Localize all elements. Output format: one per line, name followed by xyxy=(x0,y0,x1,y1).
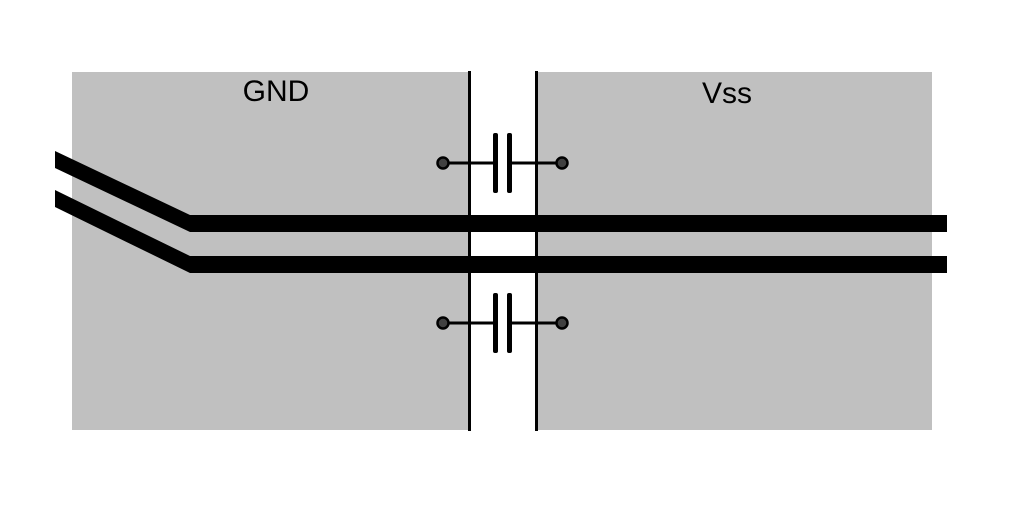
gnd-plane xyxy=(72,72,469,430)
capacitor-pad-left xyxy=(436,316,450,330)
capacitor-plate-left xyxy=(493,293,498,353)
gnd-plane-label: GND xyxy=(243,75,310,108)
capacitor-pad-right xyxy=(555,156,569,170)
capacitor-plate-left xyxy=(493,133,498,193)
capacitor-plate-right xyxy=(507,293,512,353)
stitching-capacitor-bottom xyxy=(436,293,569,353)
capacitor-pad-right xyxy=(555,316,569,330)
stitching-capacitor-top xyxy=(436,133,569,193)
capacitor-plate-right xyxy=(507,133,512,193)
capacitor-pad-left xyxy=(436,156,450,170)
vss-plane xyxy=(535,72,932,430)
vss-plane-label: Vss xyxy=(702,77,752,110)
signal-trace-bottom xyxy=(55,190,947,273)
signal-trace-top xyxy=(55,151,947,232)
